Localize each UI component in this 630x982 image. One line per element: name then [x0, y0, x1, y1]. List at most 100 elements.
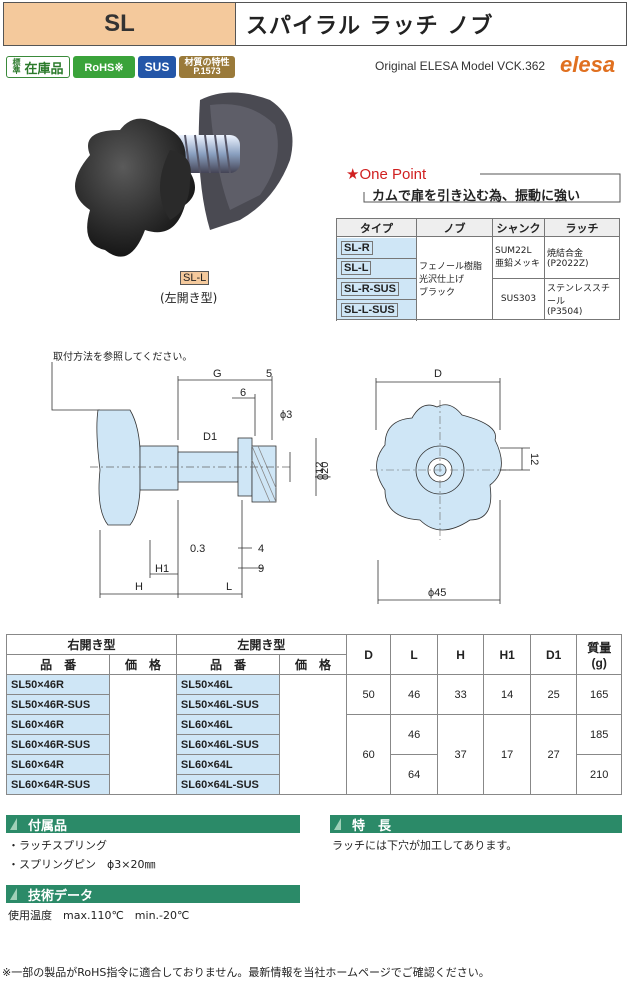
drawing-note: 取付方法を参照してください。 [53, 352, 193, 363]
price-cell [279, 674, 347, 795]
stock-badge: 標準 在庫品 [6, 56, 70, 78]
spec-latch-1: 焼結合金 (P2022Z) [544, 236, 620, 279]
accessory-item: ・ラッチスプリング [8, 839, 107, 852]
spec-header-knob: ノブ [416, 218, 493, 237]
cell-l: 46 [390, 674, 438, 715]
spec-knob-cell: フェノール樹脂 光沢仕上げ ブラック [416, 236, 493, 320]
accessories-header: 付属品 [6, 815, 300, 834]
table-row: SL60×64R-SUS SL60×64L-SUS [5, 774, 622, 795]
col-part-left: 品 番 [175, 654, 281, 675]
cell-d: 60 [345, 714, 392, 795]
badge-row: 標準 在庫品 RoHS※ SUS 材質の特性 P.1573 [6, 56, 235, 78]
dim-phi12: ϕ12 [314, 462, 326, 480]
stock-badge-small: 標準 [12, 58, 21, 75]
features-text: ラッチには下穴が加工してあります。 [332, 839, 518, 852]
header-bar: SL スパイラル ラッチ ノブ [3, 2, 627, 46]
dim-g: G [213, 368, 222, 380]
table-row: SL60×46R-SUS SL60×46L-SUS [5, 734, 622, 755]
col-mass-unit: (g) [591, 656, 607, 670]
features-title: 特 長 [352, 818, 392, 834]
dim-0-3: 0.3 [190, 543, 205, 555]
table-row: SL50×46R-SUS SL50×46L-SUS [5, 694, 622, 715]
cell-l: 46 [390, 714, 438, 755]
part-number: SL50×46R [5, 674, 111, 695]
spec-type-row: SL-L [337, 257, 416, 278]
part-number: SL60×64R-SUS [5, 774, 111, 795]
spec-shank-2: SUS303 [492, 278, 545, 320]
one-point-title: ★One Point [346, 166, 427, 183]
part-number: SL60×46L-SUS [175, 734, 281, 755]
part-number: SL50×46R-SUS [5, 694, 111, 715]
col-part-right: 品 番 [5, 654, 111, 675]
dim-12: 12 [528, 453, 540, 465]
dim-d: D [434, 368, 442, 380]
cell-mass: 210 [576, 754, 622, 795]
dim-phi45: ϕ45 [428, 587, 446, 599]
col-h1: H1 [483, 634, 531, 675]
col-d: D [345, 634, 392, 675]
col-mass-label: 質量 [587, 641, 612, 655]
type-sl-r-sus: SL-R-SUS [341, 282, 399, 296]
col-h: H [436, 634, 485, 675]
material-property-badge: 材質の特性 P.1573 [179, 56, 235, 78]
type-sl-l: SL-L [341, 261, 372, 275]
col-price-right: 価 格 [109, 654, 177, 675]
table-row: SL60×46R SL60×46L 60 46 37 17 27 185 [5, 714, 622, 795]
dim-4: 4 [258, 543, 264, 555]
dim-h1: H1 [155, 563, 169, 575]
model-text: Original ELESA Model VCK.362 [375, 59, 546, 73]
type-sl-r: SL-R [341, 240, 373, 255]
type-sl-l-sus: SL-L-SUS [341, 302, 398, 317]
tech-data-title: 技術データ [28, 888, 94, 904]
dim-h: H [135, 581, 143, 593]
dim-9: 9 [258, 563, 264, 575]
front-view [370, 378, 530, 604]
spec-header-latch: ラッチ [544, 218, 620, 237]
footnote: ※一部の製品がRoHS指令に適合しておりません。最新情報を当社ホームページでご確… [2, 966, 490, 979]
col-price-left: 価 格 [279, 654, 347, 675]
col-l: L [390, 634, 438, 675]
stock-badge-label: 在庫品 [24, 60, 64, 76]
spec-latch-2: ステンレススチール (P3504) [544, 278, 620, 320]
rohs-badge: RoHS※ [73, 56, 135, 78]
cell-h: 37 [436, 714, 485, 795]
dimension-table: 右開き型 左開き型 D L H H1 D1 質量 (g) 品 番 価 格 品 番… [5, 634, 622, 795]
cell-h: 33 [436, 674, 485, 715]
features-header: 特 長 [330, 815, 622, 834]
part-number: SL60×64L-SUS [175, 774, 281, 795]
photo-tag: SL-L [180, 271, 210, 285]
spec-type-group-1: SL-R SL-L [336, 236, 417, 279]
price-cell [109, 674, 177, 795]
dim-phi20: ϕ20 [319, 462, 331, 480]
col-d1: D1 [529, 634, 578, 675]
col-mass: 質量 (g) [576, 634, 622, 675]
photo-caption: (左開き型) [160, 291, 218, 305]
part-number: SL60×46R [5, 714, 111, 735]
one-point-bracket [363, 173, 621, 203]
technical-drawing: G 5 6 ϕ3 D1 ϕ12 ϕ20 0.3 4 9 H1 H L D 12 … [51, 362, 540, 604]
tech-data-header: 技術データ [6, 885, 300, 904]
spec-header-type: タイプ [336, 218, 417, 237]
dim-6: 6 [240, 387, 246, 399]
accessory-item: ・スプリングピン ϕ3×20㎜ [8, 858, 156, 871]
material-badge-line2[interactable]: P.1573 [193, 66, 221, 76]
spec-table: タイプ ノブ シャンク ラッチ SL-R SL-L フェノール樹脂 光沢仕上げ … [336, 218, 620, 320]
spec-type-group-2: SL-R-SUS SL-L-SUS [336, 278, 417, 320]
spec-type-row: SL-R [337, 237, 416, 258]
dim-d1: D1 [203, 431, 217, 443]
tech-data-text: 使用温度 max.110℃ min.-20℃ [8, 909, 190, 922]
product-photo [75, 92, 293, 257]
cell-h1: 14 [483, 674, 531, 715]
group-left-open: 左開き型 [175, 634, 347, 655]
accessories-title: 付属品 [28, 818, 68, 834]
sus-badge: SUS [138, 56, 176, 78]
cell-mass: 165 [576, 674, 622, 715]
group-right-open: 右開き型 [6, 634, 177, 655]
table-row: SL50×46R SL50×46L 50 46 33 14 25 165 [5, 674, 622, 795]
one-point-text: カムで扉を引き込む為、振動に強い [372, 189, 581, 204]
part-number: SL50×46L-SUS [175, 694, 281, 715]
cell-d: 50 [345, 674, 392, 715]
spec-type-row: SL-R-SUS [337, 279, 416, 299]
cell-mass: 185 [576, 714, 622, 755]
dim-l: L [226, 581, 232, 593]
